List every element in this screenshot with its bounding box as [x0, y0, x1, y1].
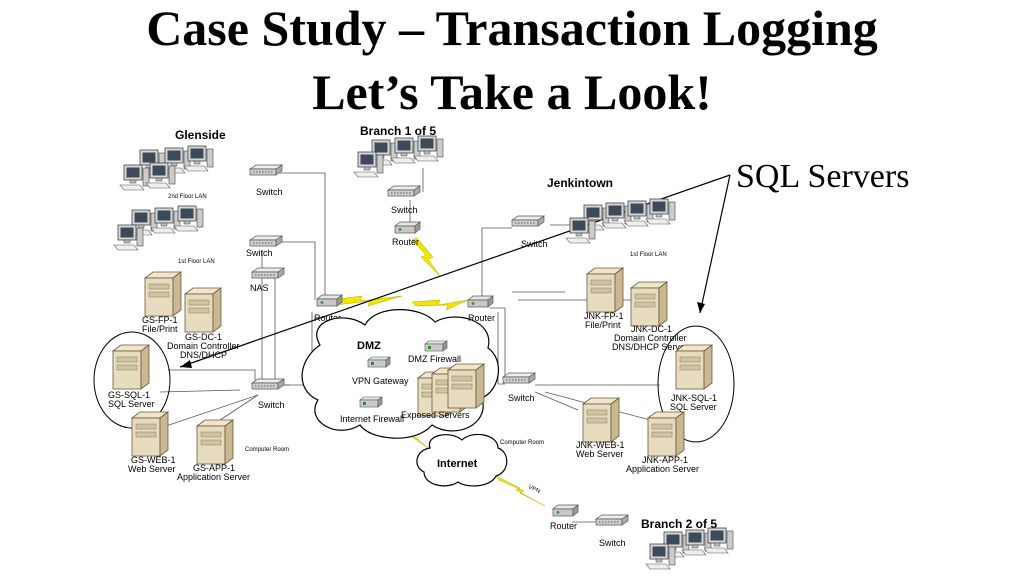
gs-dc1-server-icon	[184, 287, 222, 333]
jnk-sql-highlight	[657, 325, 735, 443]
jnk-router-icon	[467, 295, 494, 308]
jnk-sql1-label: JNK-SQL-1 SQL Server	[670, 393, 720, 412]
gs-router-icon	[316, 294, 343, 307]
gs-switch-1-icon	[249, 164, 283, 176]
gs-switch-2-icon	[249, 235, 283, 247]
jnk-fp1-label: JNK-FP-1 File/Print	[584, 311, 626, 330]
branch1-workstations	[353, 135, 444, 178]
jnk-floor1-label: 1st Floor LAN	[630, 252, 667, 258]
branch2-label: Branch 2 of 5	[641, 517, 717, 531]
gs-fp1-label: GS-FP-1 File/Print	[142, 315, 180, 334]
branch1-switch-icon	[387, 185, 421, 197]
jnk-switch-2-label: Switch	[508, 393, 535, 403]
jnk-fp1-server-icon	[586, 267, 624, 313]
branch1-label: Branch 1 of 5	[360, 124, 436, 138]
dmz-label: DMZ	[357, 340, 381, 352]
gs-web1-label: GS-WEB-1 Web Server	[128, 455, 178, 474]
nas-label: NAS	[250, 283, 269, 293]
gs-router-label: Router	[314, 313, 341, 323]
internet-cloud	[416, 433, 508, 487]
gs-switch-1-label: Switch	[256, 187, 283, 197]
gs-sql1-label: GS-SQL-1 SQL Server	[108, 390, 155, 409]
jnk-web1-label: JNK-WEB-1 Web Server	[576, 440, 627, 459]
branch2-router-label: Router	[550, 521, 577, 531]
gs-floor1-label: 1st Floor LAN	[178, 259, 215, 265]
jnk-app1-label: JNK-APP-1 Application Server	[626, 455, 699, 474]
dmz-firewall-label: DMZ Firewall	[408, 354, 461, 364]
gs-switch-3-icon	[251, 378, 285, 390]
jnk-computer-room-label: Computer Room	[500, 440, 544, 446]
vpn-gateway-icon	[367, 356, 391, 368]
jnk-sql1-server-icon	[675, 344, 713, 390]
sql-servers-callout: SQL Servers	[736, 158, 910, 195]
vpn-label: VPN	[527, 484, 541, 495]
branch2-switch-icon	[595, 514, 629, 526]
jnk-web1-server-icon	[582, 397, 620, 443]
branch1-router-label: Router	[392, 237, 419, 247]
slide-title-line-1: Case Study – Transaction Logging	[146, 0, 878, 56]
internet-firewall-label: Internet Firewall	[340, 414, 404, 424]
jnk-app1-server-icon	[647, 411, 685, 457]
branch2-router-icon	[552, 504, 579, 517]
gs-switch-2-label: Switch	[246, 248, 273, 258]
internet-firewall-icon	[359, 396, 383, 408]
gs-dc1-label: GS-DC-1 Domain Controller DNS/DHCP	[167, 332, 242, 360]
jnk-dc1-label: JNK-DC-1 Domain Controller DNS/DHCP Serv…	[612, 324, 689, 352]
jnk-switch-1-label: Switch	[521, 239, 548, 249]
jnk-floor1-workstations	[565, 198, 676, 244]
gs-fp1-server-icon	[144, 271, 182, 317]
vpn-gateway-label: VPN Gateway	[352, 376, 409, 386]
branch1-switch-label: Switch	[391, 205, 418, 215]
dmz-firewall-icon	[424, 340, 448, 352]
gs-switch-3-label: Switch	[258, 400, 285, 410]
gs-floor2-label: 2nd Floor LAN	[168, 194, 207, 200]
gs-floor2-workstations	[119, 145, 214, 191]
branch1-router-icon	[394, 221, 421, 234]
gs-web1-server-icon	[131, 411, 169, 457]
gs-app1-server-icon	[196, 419, 234, 465]
jnk-switch-2-icon	[502, 372, 536, 384]
jnk-router-label: Router	[468, 313, 495, 323]
gs-floor1-workstations	[113, 205, 204, 251]
jenkintown-label: Jenkintown	[547, 176, 613, 190]
jnk-dc1-server-icon	[630, 281, 668, 327]
gs-sql1-server-icon	[112, 344, 150, 390]
glenside-label: Glenside	[175, 128, 226, 142]
exposed-servers-icon	[417, 363, 485, 417]
slide-title-line-2: Let’s Take a Look!	[312, 64, 712, 120]
gs-computer-room-label: Computer Room	[245, 447, 289, 453]
exposed-servers-label: Exposed Servers	[401, 410, 470, 420]
branch2-workstations	[645, 527, 734, 570]
nas-icon	[251, 267, 285, 279]
gs-app1-label: GS-APP-1 Application Server	[177, 463, 250, 482]
jnk-switch-1-icon	[511, 215, 545, 227]
branch2-switch-label: Switch	[599, 538, 626, 548]
internet-label: Internet	[437, 458, 478, 470]
